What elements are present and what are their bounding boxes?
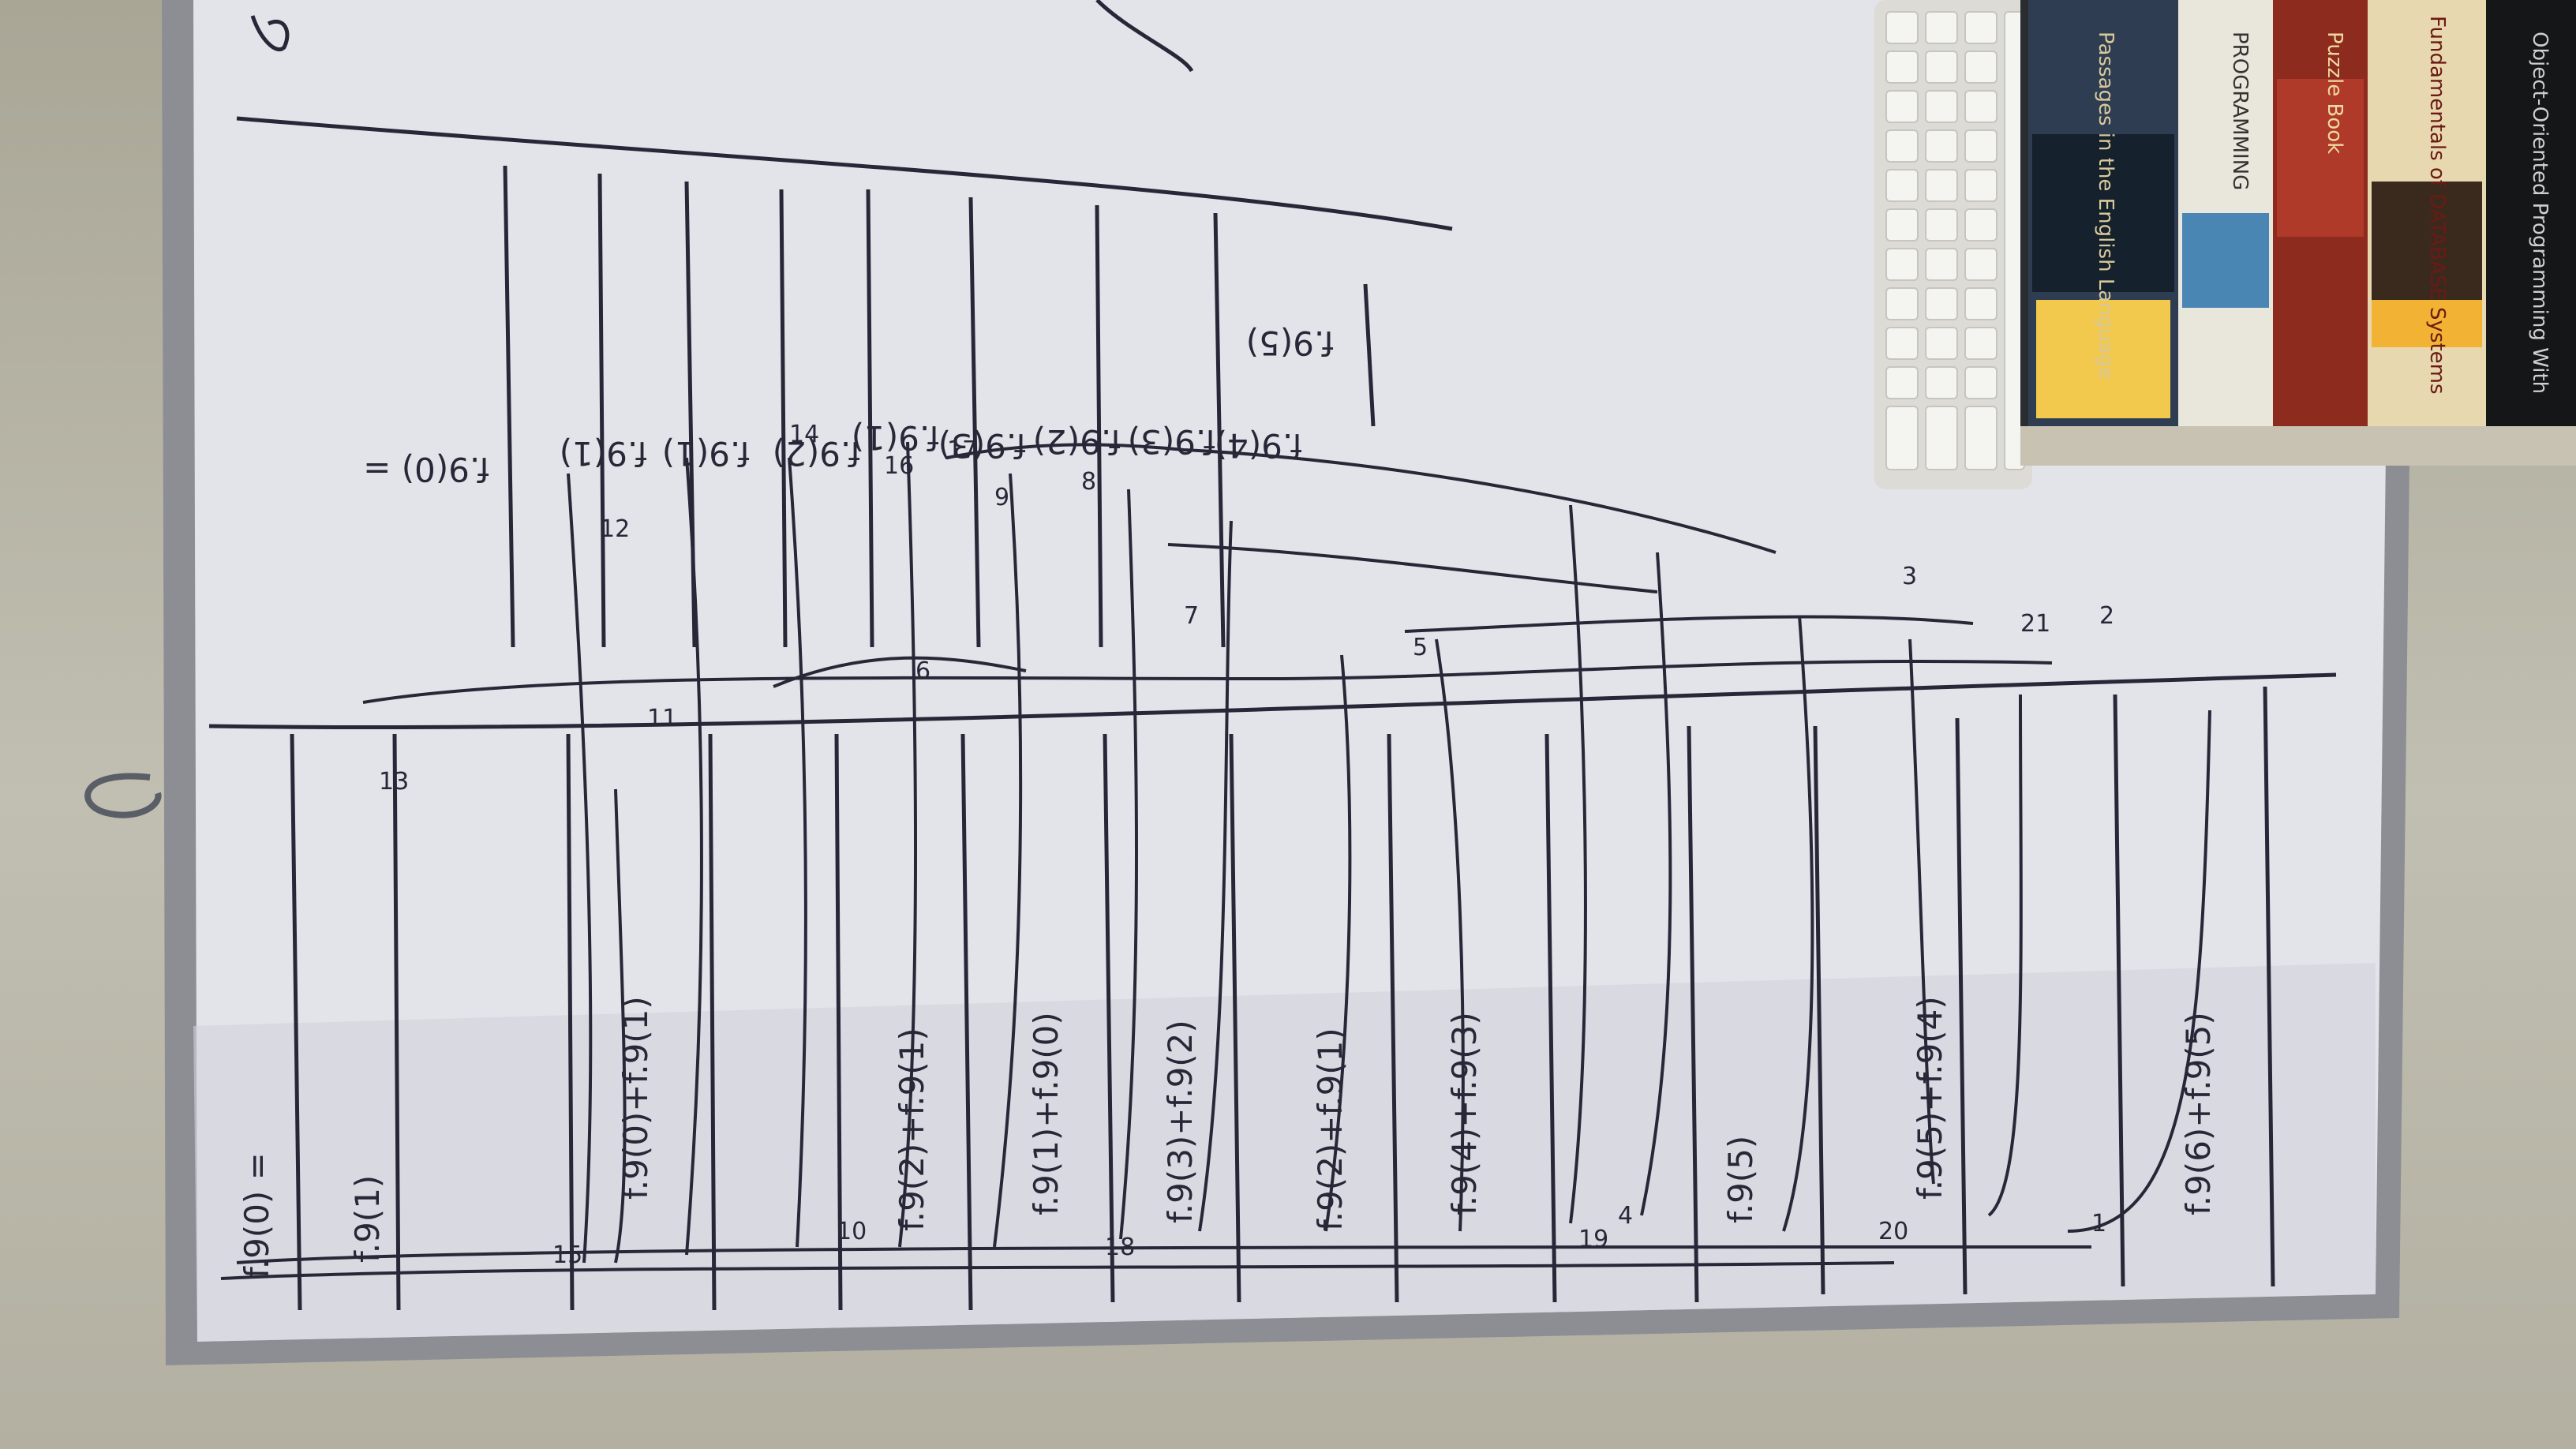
step-number: 14 <box>789 421 819 448</box>
call-label: f.9(6)+f.9(5) <box>2179 1012 2218 1215</box>
step-number: 6 <box>915 657 930 685</box>
step-number: 9 <box>994 484 1009 511</box>
step-number: 10 <box>837 1218 867 1245</box>
step-number: 5 <box>1413 634 1428 661</box>
call-label: f.9(0)+f.9(1) <box>616 996 655 1200</box>
book-spine-title: Passages in the English Language <box>2094 32 2117 380</box>
call-label: f.9(2)+f.9(1) <box>1311 1028 1350 1231</box>
step-number: 17 <box>947 436 977 464</box>
book-stack: Passages in the English Language PROGRAM… <box>2020 0 2576 466</box>
board-shadow <box>193 963 2376 1342</box>
step-number: 7 <box>1184 602 1199 630</box>
book-spine-title: Fundamentals of DATABASE Systems <box>2425 16 2449 395</box>
book-spine-title: PROGRAMMING <box>2228 32 2252 190</box>
step-number: 19 <box>1578 1226 1608 1253</box>
call-label: f.9(1) <box>852 418 939 457</box>
hook-icon <box>84 773 162 818</box>
left-column-labels: f.9(0) = f.9(1) f.9(1) f.9(2) f.9(1) f.9… <box>363 324 1334 489</box>
book-object-oriented <box>2486 0 2576 454</box>
call-label: f.9(2) <box>773 434 860 473</box>
call-label: f.9(0) = <box>363 450 489 489</box>
call-label: f.9(5)+f.9(4) <box>1911 996 1949 1200</box>
call-label: f.9(1) <box>662 434 750 473</box>
step-number: 1 <box>2091 1210 2106 1237</box>
step-number: 2 <box>2099 602 2114 630</box>
call-label: f.9(4)+f.9(3) <box>1445 1012 1484 1215</box>
call-label: f.9(5) <box>1246 324 1334 362</box>
call-label: f.9(3) <box>1128 422 1215 461</box>
call-label: f.9(2)+f.9(1) <box>893 1028 931 1231</box>
call-label: f.9(1) <box>348 1175 387 1263</box>
book-spine-title: Puzzle Book <box>2323 32 2346 154</box>
step-number: 15 <box>552 1241 582 1269</box>
book-spine-title: Object-Oriented Programming With <box>2528 32 2552 394</box>
call-label: f.9(3)+f.9(2) <box>1161 1020 1200 1223</box>
step-numbers: 1 2 3 4 5 6 7 8 9 10 11 12 13 14 15 16 1… <box>379 421 2114 1269</box>
step-number: 18 <box>1105 1234 1135 1261</box>
call-label: f.9(0) = <box>238 1152 276 1279</box>
right-column-labels: f.9(0) = f.9(1) f.9(0)+f.9(1) f.9(2)+f.9… <box>238 996 2218 1279</box>
step-number: 16 <box>884 452 914 480</box>
step-number: 3 <box>1902 563 1917 590</box>
step-number: 4 <box>1618 1202 1633 1230</box>
call-arrows <box>220 441 2211 1280</box>
call-label: f.9(2) <box>1033 422 1121 461</box>
keyboard <box>1874 0 2032 489</box>
call-label: f.9(3) <box>938 426 1026 465</box>
step-number: 13 <box>379 768 409 796</box>
diagram-grid <box>208 116 2337 1311</box>
call-label: f.9(4) <box>1215 426 1302 465</box>
step-number: 8 <box>1081 468 1096 496</box>
step-number: 12 <box>600 515 630 543</box>
call-label: f.9(5) <box>1721 1136 1760 1223</box>
call-label: f.9(1) <box>560 434 647 473</box>
step-number: 21 <box>2020 610 2050 638</box>
corner-scribbles <box>250 0 1194 73</box>
call-label: f.9(1)+f.9(0) <box>1027 1012 1065 1215</box>
step-number: 11 <box>647 705 677 732</box>
step-number: 20 <box>1878 1218 1908 1245</box>
